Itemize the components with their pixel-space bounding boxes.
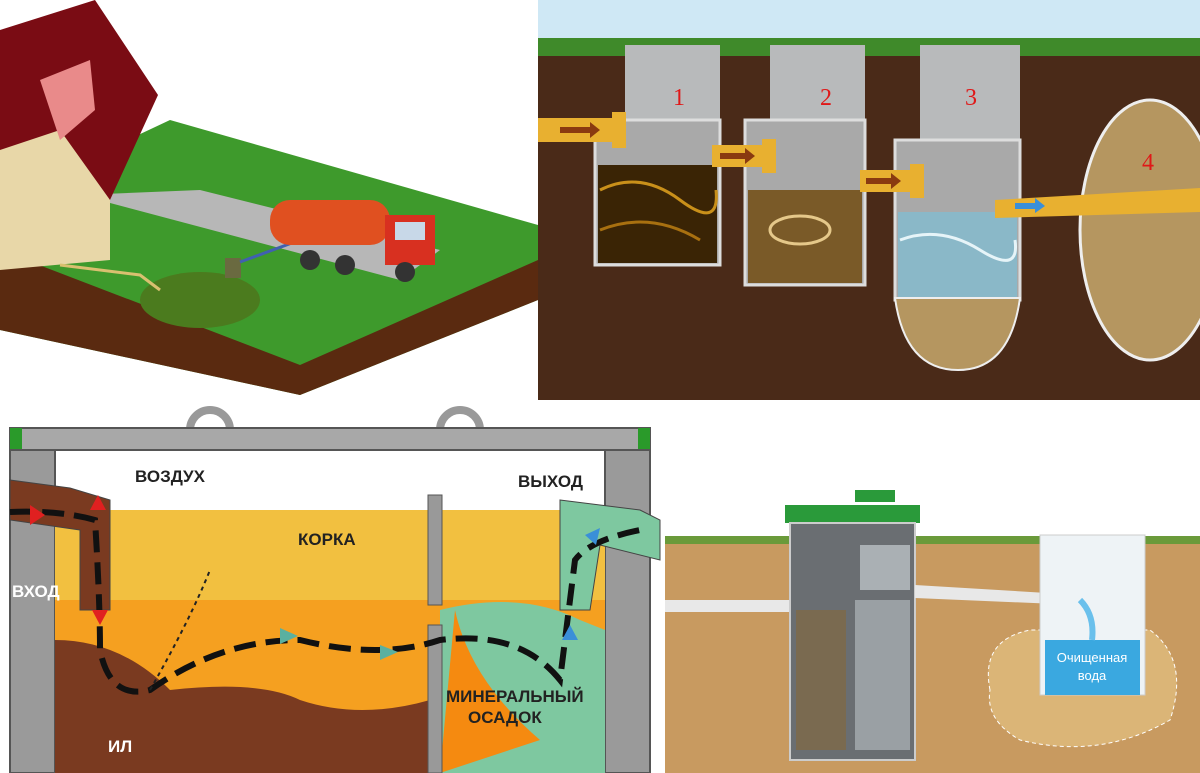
crust-layer [55, 510, 605, 600]
tank-lid [9, 427, 651, 451]
label-clean-water-1: Очищенная [1057, 650, 1128, 665]
chamber-label-2: 2 [820, 85, 832, 111]
sludge-layer [55, 640, 430, 773]
chamber-label-3: 3 [965, 85, 977, 111]
label-outlet: ВЫХОД [518, 472, 583, 491]
clean-water-well: Очищенная вода [1039, 534, 1146, 696]
inlet-pipe-station [665, 600, 790, 612]
filtration-field-4: 4 [1078, 98, 1200, 362]
inflow-arrows [30, 495, 108, 625]
chamber-label-1: 1 [673, 85, 685, 111]
septic-tank [140, 272, 260, 328]
vacuum-truck [270, 200, 435, 282]
roof-window [40, 60, 95, 140]
chamber-label-4: 4 [1142, 150, 1154, 176]
label-mineral-1: МИНЕРАЛЬНЫЙ [446, 687, 584, 706]
label-clean-water-2: вода [1078, 668, 1107, 683]
label-inlet: ВХОД [12, 582, 60, 601]
sky [538, 0, 1200, 45]
treatment-station [785, 490, 920, 761]
label-air: ВОЗДУХ [135, 467, 206, 486]
label-mineral-2: ОСАДОК [468, 708, 542, 727]
outlet-pipe-station [915, 585, 1080, 605]
well-1: 1 [593, 45, 722, 267]
gravel-bed [893, 297, 1022, 372]
bio-station-panel: Очищенная вода [665, 400, 1200, 773]
tank-section-panel: ВОЗДУХ ВЫХОД КОРКА ВХОД МИНЕРАЛЬНЫЙ ОСАД… [0, 400, 665, 773]
flow-path [9, 508, 641, 695]
flow-arrows [280, 628, 398, 660]
three-wells-panel: 1 2 3 4 [538, 0, 1200, 400]
soil-section [0, 250, 538, 395]
outlet-pipe [559, 499, 661, 611]
pipes [538, 112, 1200, 218]
septic-truck-panel [0, 0, 538, 400]
outflow-arrows [562, 528, 600, 640]
label-sludge: ИЛ [108, 737, 132, 756]
label-crust: КОРКА [298, 530, 356, 549]
